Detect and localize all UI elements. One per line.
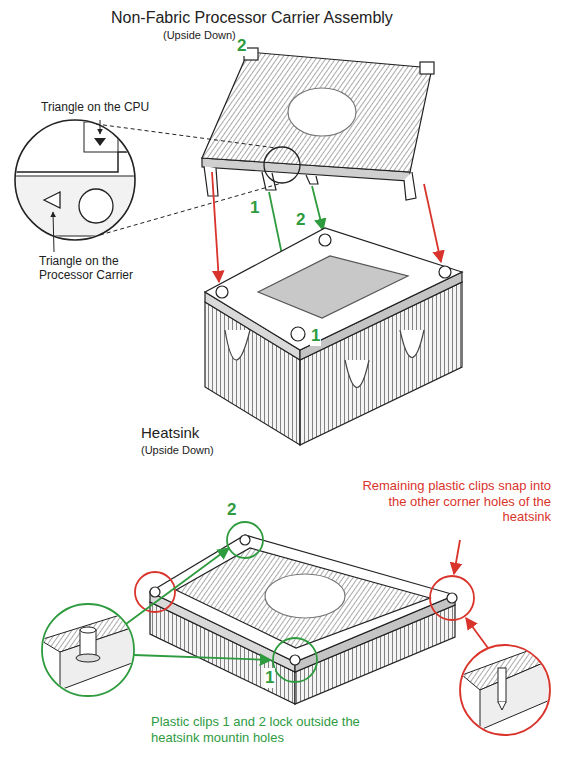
- red-clip-zoom: [460, 645, 550, 735]
- part-label: Triangle on the CPU: [40, 100, 150, 114]
- assembled-heatsink: [150, 587, 160, 597]
- zoom-detail: [10, 110, 150, 250]
- callout-number: 2: [236, 36, 247, 56]
- callout-number: 1: [249, 198, 260, 218]
- red-clip-zoom: [498, 668, 506, 702]
- zoom-detail: [10, 110, 150, 250]
- heatsink: [205, 228, 462, 445]
- part-label: Heatsink: [140, 424, 200, 442]
- orientation-note: (Upside Down): [162, 29, 237, 42]
- clip-highlights: [273, 638, 317, 682]
- processor-carrier: [264, 147, 300, 183]
- heatsink: [439, 266, 451, 278]
- processor-carrier: [420, 62, 434, 74]
- part-label: Triangle on the Processor Carrier: [38, 254, 158, 283]
- zoom-detail: [100, 120, 101, 134]
- orientation-note: (Upside Down): [140, 444, 215, 457]
- heatsink: [205, 228, 462, 350]
- green-clip-zoom: [40, 600, 140, 700]
- zoom-detail: [94, 138, 106, 146]
- assembly-title: Non-Fabric Processor Carrier Assembly: [110, 8, 394, 27]
- green-clip-zoom: [60, 625, 140, 690]
- red-clip-zoom: [460, 645, 550, 735]
- red-clip-zoom: [498, 702, 506, 710]
- zoom-detail: [44, 192, 60, 208]
- red-clip-zoom: [454, 540, 460, 574]
- processor-carrier: [404, 172, 416, 200]
- heatsink: [319, 234, 331, 246]
- assembled-heatsink: [240, 535, 250, 545]
- red-clip-zoom: [454, 540, 550, 735]
- processor-carrier: [202, 52, 432, 172]
- green-clip-zoom: [42, 604, 134, 696]
- assembly-arrows: [212, 172, 219, 282]
- zoom-detail: [79, 189, 113, 223]
- note: Plastic clips 1 and 2 lock outside the h…: [150, 714, 392, 745]
- zoom-detail: [53, 212, 54, 252]
- zoom-detail: [15, 120, 135, 240]
- callout-number: 2: [226, 500, 237, 520]
- heatsink: [216, 286, 228, 298]
- assembled-heatsink: [150, 535, 457, 704]
- assembly-arrows: [312, 186, 323, 230]
- assembled-heatsink: [150, 535, 455, 662]
- clip-highlights: [227, 522, 263, 558]
- assembled-heatsink: [447, 593, 457, 603]
- zoom-detail: [10, 110, 282, 252]
- green-clip-zoom: [40, 548, 271, 700]
- clip-highlights: [430, 576, 474, 620]
- assembled-heatsink: [176, 548, 430, 648]
- green-clip-zoom: [126, 548, 229, 624]
- green-clip-zoom: [134, 655, 271, 660]
- heatsink: [258, 256, 408, 318]
- red-clip-zoom: [466, 618, 488, 648]
- green-clip-zoom: [80, 627, 96, 633]
- heatsink: [291, 327, 305, 341]
- processor-carrier: [202, 48, 434, 200]
- processor-carrier: [306, 175, 318, 184]
- assembled-heatsink: [265, 574, 345, 618]
- clip-highlights: [135, 522, 474, 682]
- green-clip-zoom: [76, 654, 100, 662]
- note: Remaining plastic clips snap into the ot…: [345, 478, 552, 525]
- callout-number: 1: [264, 668, 275, 688]
- green-clip-zoom: [40, 600, 140, 700]
- assembled-heatsink: [290, 655, 300, 665]
- callout-number: 2: [295, 210, 306, 230]
- callout-number: 1: [310, 326, 321, 346]
- assembly-arrows: [424, 184, 441, 262]
- red-clip-zoom: [460, 645, 550, 735]
- processor-carrier: [288, 88, 356, 136]
- processor-carrier: [204, 166, 218, 196]
